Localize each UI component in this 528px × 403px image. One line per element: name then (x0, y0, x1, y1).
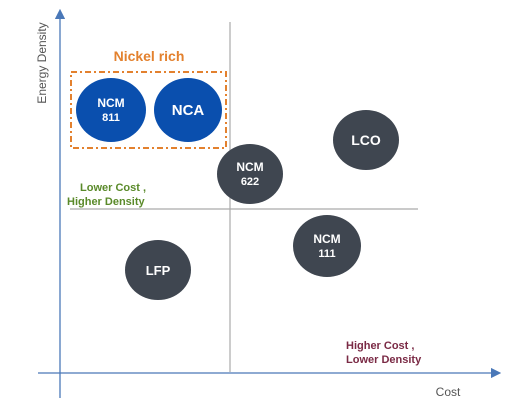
bubble-ncm111-label-1: NCM (313, 232, 340, 246)
bubble-ncm811: NCM 811 (76, 78, 146, 142)
bubble-lfp-label: LFP (146, 263, 171, 278)
bubble-ncm811-shape (76, 78, 146, 142)
bubble-lfp-shape (125, 240, 191, 300)
bubble-ncm622-label-2: 622 (241, 176, 259, 188)
bubble-lco-label: LCO (351, 132, 381, 148)
lower-cost-label: Lower Cost , (80, 182, 146, 194)
bubble-lfp: LFP (125, 240, 191, 300)
bubble-ncm111-label-2: 111 (318, 248, 335, 260)
lower-density-label: Lower Density (346, 354, 422, 366)
bubble-ncm622: NCM 622 (217, 144, 283, 204)
higher-cost-label: Higher Cost , (346, 340, 414, 352)
bubble-ncm811-label-2: 811 (102, 112, 120, 124)
bubble-ncm811-label-1: NCM (97, 96, 124, 110)
bubble-ncm622-label-1: NCM (236, 160, 263, 174)
y-axis-label: Energy Density (35, 22, 49, 103)
bubble-lco-shape (333, 110, 399, 170)
bubble-nca: NCA (154, 78, 222, 142)
bubble-nca-shape (154, 78, 222, 142)
x-axis-label: Cost (436, 385, 461, 399)
bubble-lco: LCO (333, 110, 399, 170)
bubble-ncm111: NCM 111 (293, 215, 361, 277)
nickel-rich-title: Nickel rich (114, 48, 185, 64)
nickel-rich-group-border (70, 71, 227, 149)
bubble-ncm622-shape (217, 144, 283, 204)
bubble-nca-label: NCA (172, 102, 205, 119)
higher-density-label: Higher Density (67, 196, 146, 208)
bubble-ncm111-shape (293, 215, 361, 277)
